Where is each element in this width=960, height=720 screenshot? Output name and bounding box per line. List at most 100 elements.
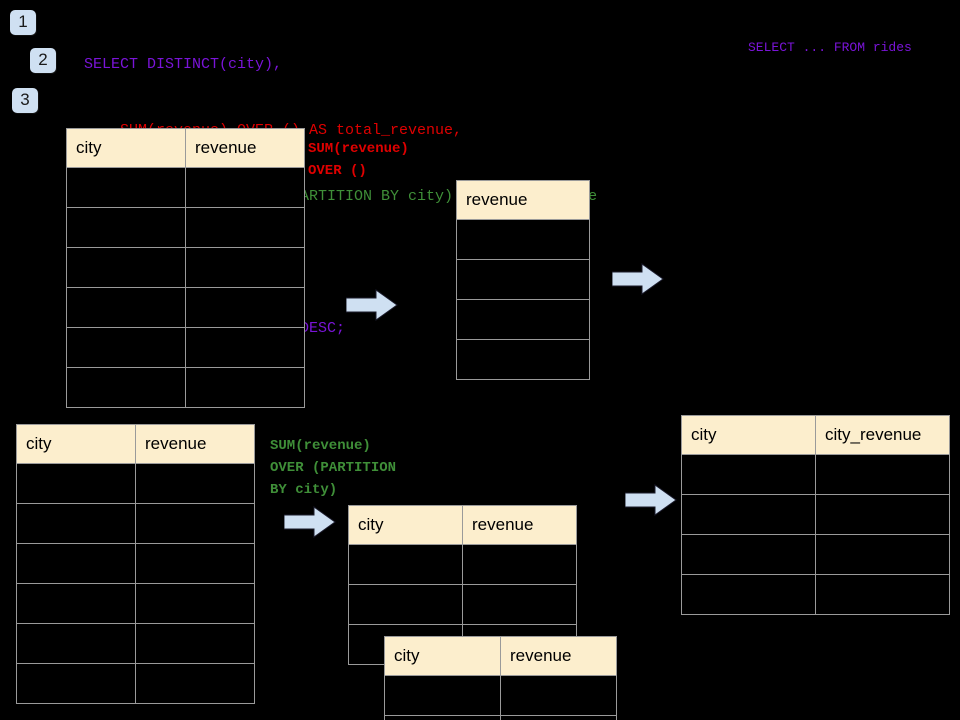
table-row <box>66 327 305 368</box>
table-cell <box>135 543 255 584</box>
table-cell <box>456 219 590 260</box>
table-body <box>456 219 590 380</box>
table-cell <box>185 367 305 408</box>
column-header: city <box>66 128 186 168</box>
table-cell <box>185 167 305 208</box>
arrow-right-icon <box>346 289 398 321</box>
table-cell <box>681 454 816 495</box>
annotation-over-partition: SUM(revenue) OVER (PARTITION BY city) <box>270 438 397 498</box>
table-cell <box>135 463 255 504</box>
table-cell <box>462 544 577 585</box>
table-cell <box>500 675 617 716</box>
table-row <box>66 167 305 208</box>
table-row <box>66 287 305 328</box>
table-row <box>681 574 950 615</box>
sql-side-note: SELECT ... FROM rides <box>748 40 912 55</box>
table-row <box>66 207 305 248</box>
table-body <box>16 463 255 704</box>
column-header: city <box>384 636 501 676</box>
table-cell <box>16 503 136 544</box>
table-cell <box>66 207 186 248</box>
column-header: revenue <box>185 128 305 168</box>
table-cell <box>66 167 186 208</box>
table-cell <box>500 715 617 720</box>
table-cell <box>348 544 463 585</box>
annotation-over-empty: SUM(revenue) OVER () <box>308 141 409 179</box>
table-row <box>16 463 255 504</box>
table-row <box>66 247 305 288</box>
table-cell <box>135 583 255 624</box>
table-row <box>348 544 577 585</box>
table-cell <box>681 534 816 575</box>
table-cell <box>16 583 136 624</box>
table-body <box>681 454 950 615</box>
table-cell <box>815 494 950 535</box>
table-cell <box>456 259 590 300</box>
table-total-revenue: revenue <box>456 180 590 380</box>
table-row <box>16 543 255 584</box>
table-body <box>384 675 617 720</box>
table-cell <box>66 327 186 368</box>
step-badge-2: 2 <box>30 48 56 73</box>
table-row <box>16 663 255 704</box>
table-cell <box>185 287 305 328</box>
table-row <box>681 454 950 495</box>
table-cell <box>185 327 305 368</box>
table-cell <box>348 584 463 625</box>
table-cell <box>456 299 590 340</box>
column-header: city <box>16 424 136 464</box>
table-cell <box>135 623 255 664</box>
table-cell <box>135 663 255 704</box>
table-header-row: revenue <box>456 180 590 220</box>
table-cell <box>16 463 136 504</box>
table-cell <box>66 367 186 408</box>
table-cell <box>384 715 501 720</box>
column-header: revenue <box>456 180 590 220</box>
table-cell <box>16 543 136 584</box>
column-header: city <box>681 415 816 455</box>
table-body <box>66 167 305 408</box>
table-cell <box>66 287 186 328</box>
column-header: revenue <box>135 424 255 464</box>
step-badge-3: 3 <box>12 88 38 113</box>
table-cell <box>135 503 255 544</box>
table-cell <box>462 584 577 625</box>
column-header: revenue <box>462 505 577 545</box>
table-cell <box>681 574 816 615</box>
table-cell <box>66 247 186 288</box>
column-header: city <box>348 505 463 545</box>
table-row <box>384 715 617 720</box>
arrow-right-icon <box>284 506 336 538</box>
table-row <box>456 219 590 260</box>
table-row <box>16 503 255 544</box>
arrow-right-icon <box>625 484 677 516</box>
step-badge-1: 1 <box>10 10 36 35</box>
table-cell <box>16 663 136 704</box>
table-row <box>16 623 255 664</box>
table-cell <box>384 675 501 716</box>
sql-line-1: SELECT DISTINCT(city), <box>84 56 283 73</box>
column-header: revenue <box>500 636 617 676</box>
table-cell <box>185 247 305 288</box>
table-cell <box>185 207 305 248</box>
table-row <box>384 675 617 716</box>
table-row <box>456 259 590 300</box>
table-row <box>456 339 590 380</box>
column-header: city_revenue <box>815 415 950 455</box>
arrow-right-icon <box>612 263 664 295</box>
table-row <box>456 299 590 340</box>
table-cell <box>815 574 950 615</box>
table-cell <box>815 454 950 495</box>
table-row <box>16 583 255 624</box>
